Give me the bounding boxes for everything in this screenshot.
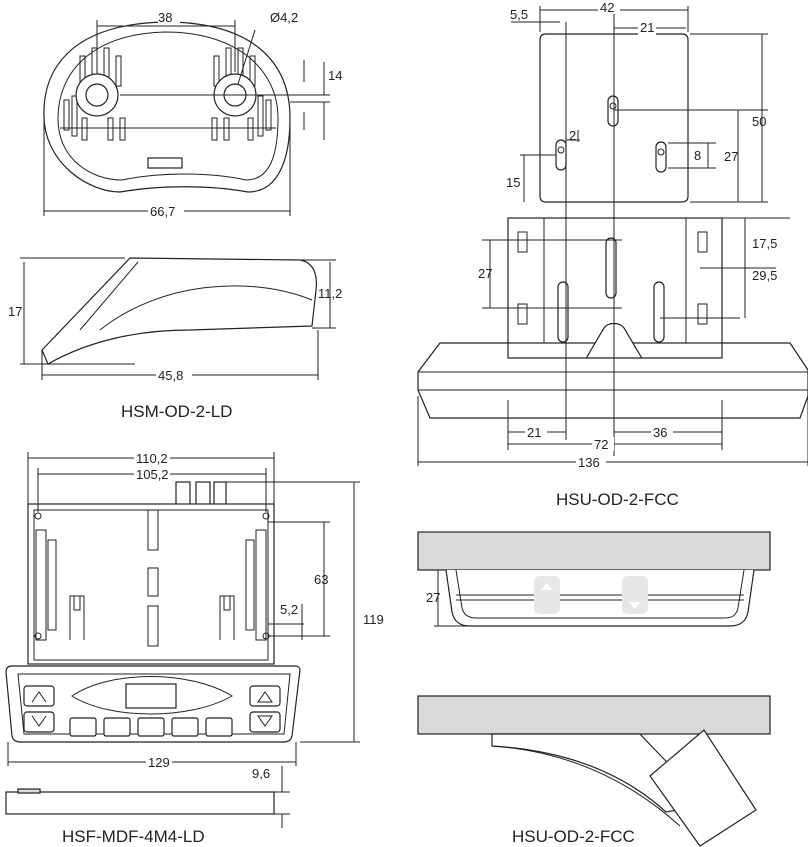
dim-66-7: 66,7	[150, 204, 175, 219]
hsf-mdf-front-view: 110,2 105,2 63 5,2 119 129	[5, 451, 386, 770]
dim-42: 42	[600, 0, 614, 15]
dim-38: 38	[158, 10, 172, 25]
hsm-od-top-view: 38 Ø4,2 14 66,7	[43, 10, 342, 219]
dim-hole-diameter: Ø4,2	[270, 10, 298, 25]
hsu-od-side-view-1: 27	[417, 531, 771, 627]
dim-17-5: 17,5	[752, 236, 777, 251]
dim-21-top: 21	[640, 20, 654, 35]
dim-110-2: 110,2	[136, 451, 168, 466]
dim-14: 14	[328, 68, 342, 83]
caption-hsu-od-2-fcc-bottom: HSU-OD-2-FCC	[512, 827, 635, 846]
dim-5-5: 5,5	[510, 7, 528, 22]
caption-hsm-od-2-ld: HSM-OD-2-LD	[121, 402, 232, 421]
dim-45-8: 45,8	[158, 368, 183, 383]
dim-50: 50	[752, 114, 766, 129]
dim-36: 36	[653, 425, 667, 440]
hsu-od-side-view-2: HSU-OD-2-FCC	[417, 695, 771, 847]
dim-72: 72	[594, 437, 608, 452]
dim-27-left: 27	[478, 266, 492, 281]
dim-11-2: 11,2	[318, 286, 342, 301]
dim-63: 63	[314, 572, 328, 587]
dim-side-27: 27	[426, 590, 440, 605]
hsm-od-side-view: 17 11,2 45,8 HSM-OD-2-LD	[8, 257, 342, 421]
dim-105-2: 105,2	[136, 467, 169, 482]
caption-hsf-mdf-4m4-ld: HSF-MDF-4M4-LD	[62, 827, 205, 846]
dim-21-bottom: 21	[527, 425, 541, 440]
dim-5-2: 5,2	[280, 602, 298, 617]
caption-hsu-od-2-fcc-top: HSU-OD-2-FCC	[556, 490, 679, 509]
dim-27-right: 27	[724, 149, 738, 164]
dim-129: 129	[148, 755, 170, 770]
dim-8: 8	[694, 148, 701, 163]
dim-17: 17	[8, 304, 22, 319]
dim-9-6: 9,6	[252, 766, 270, 781]
dim-136: 136	[578, 455, 600, 470]
hsu-od-front-view: 5,5 42 21 50 2 8 27 15 17,5 29,5 27 21 3…	[417, 0, 808, 509]
hsf-mdf-side-view: 9,6 HSF-MDF-4M4-LD	[5, 766, 290, 846]
dim-15: 15	[506, 175, 520, 190]
dim-119: 119	[363, 612, 384, 627]
dim-29-5: 29,5	[752, 268, 777, 283]
dim-2: 2	[569, 128, 576, 143]
